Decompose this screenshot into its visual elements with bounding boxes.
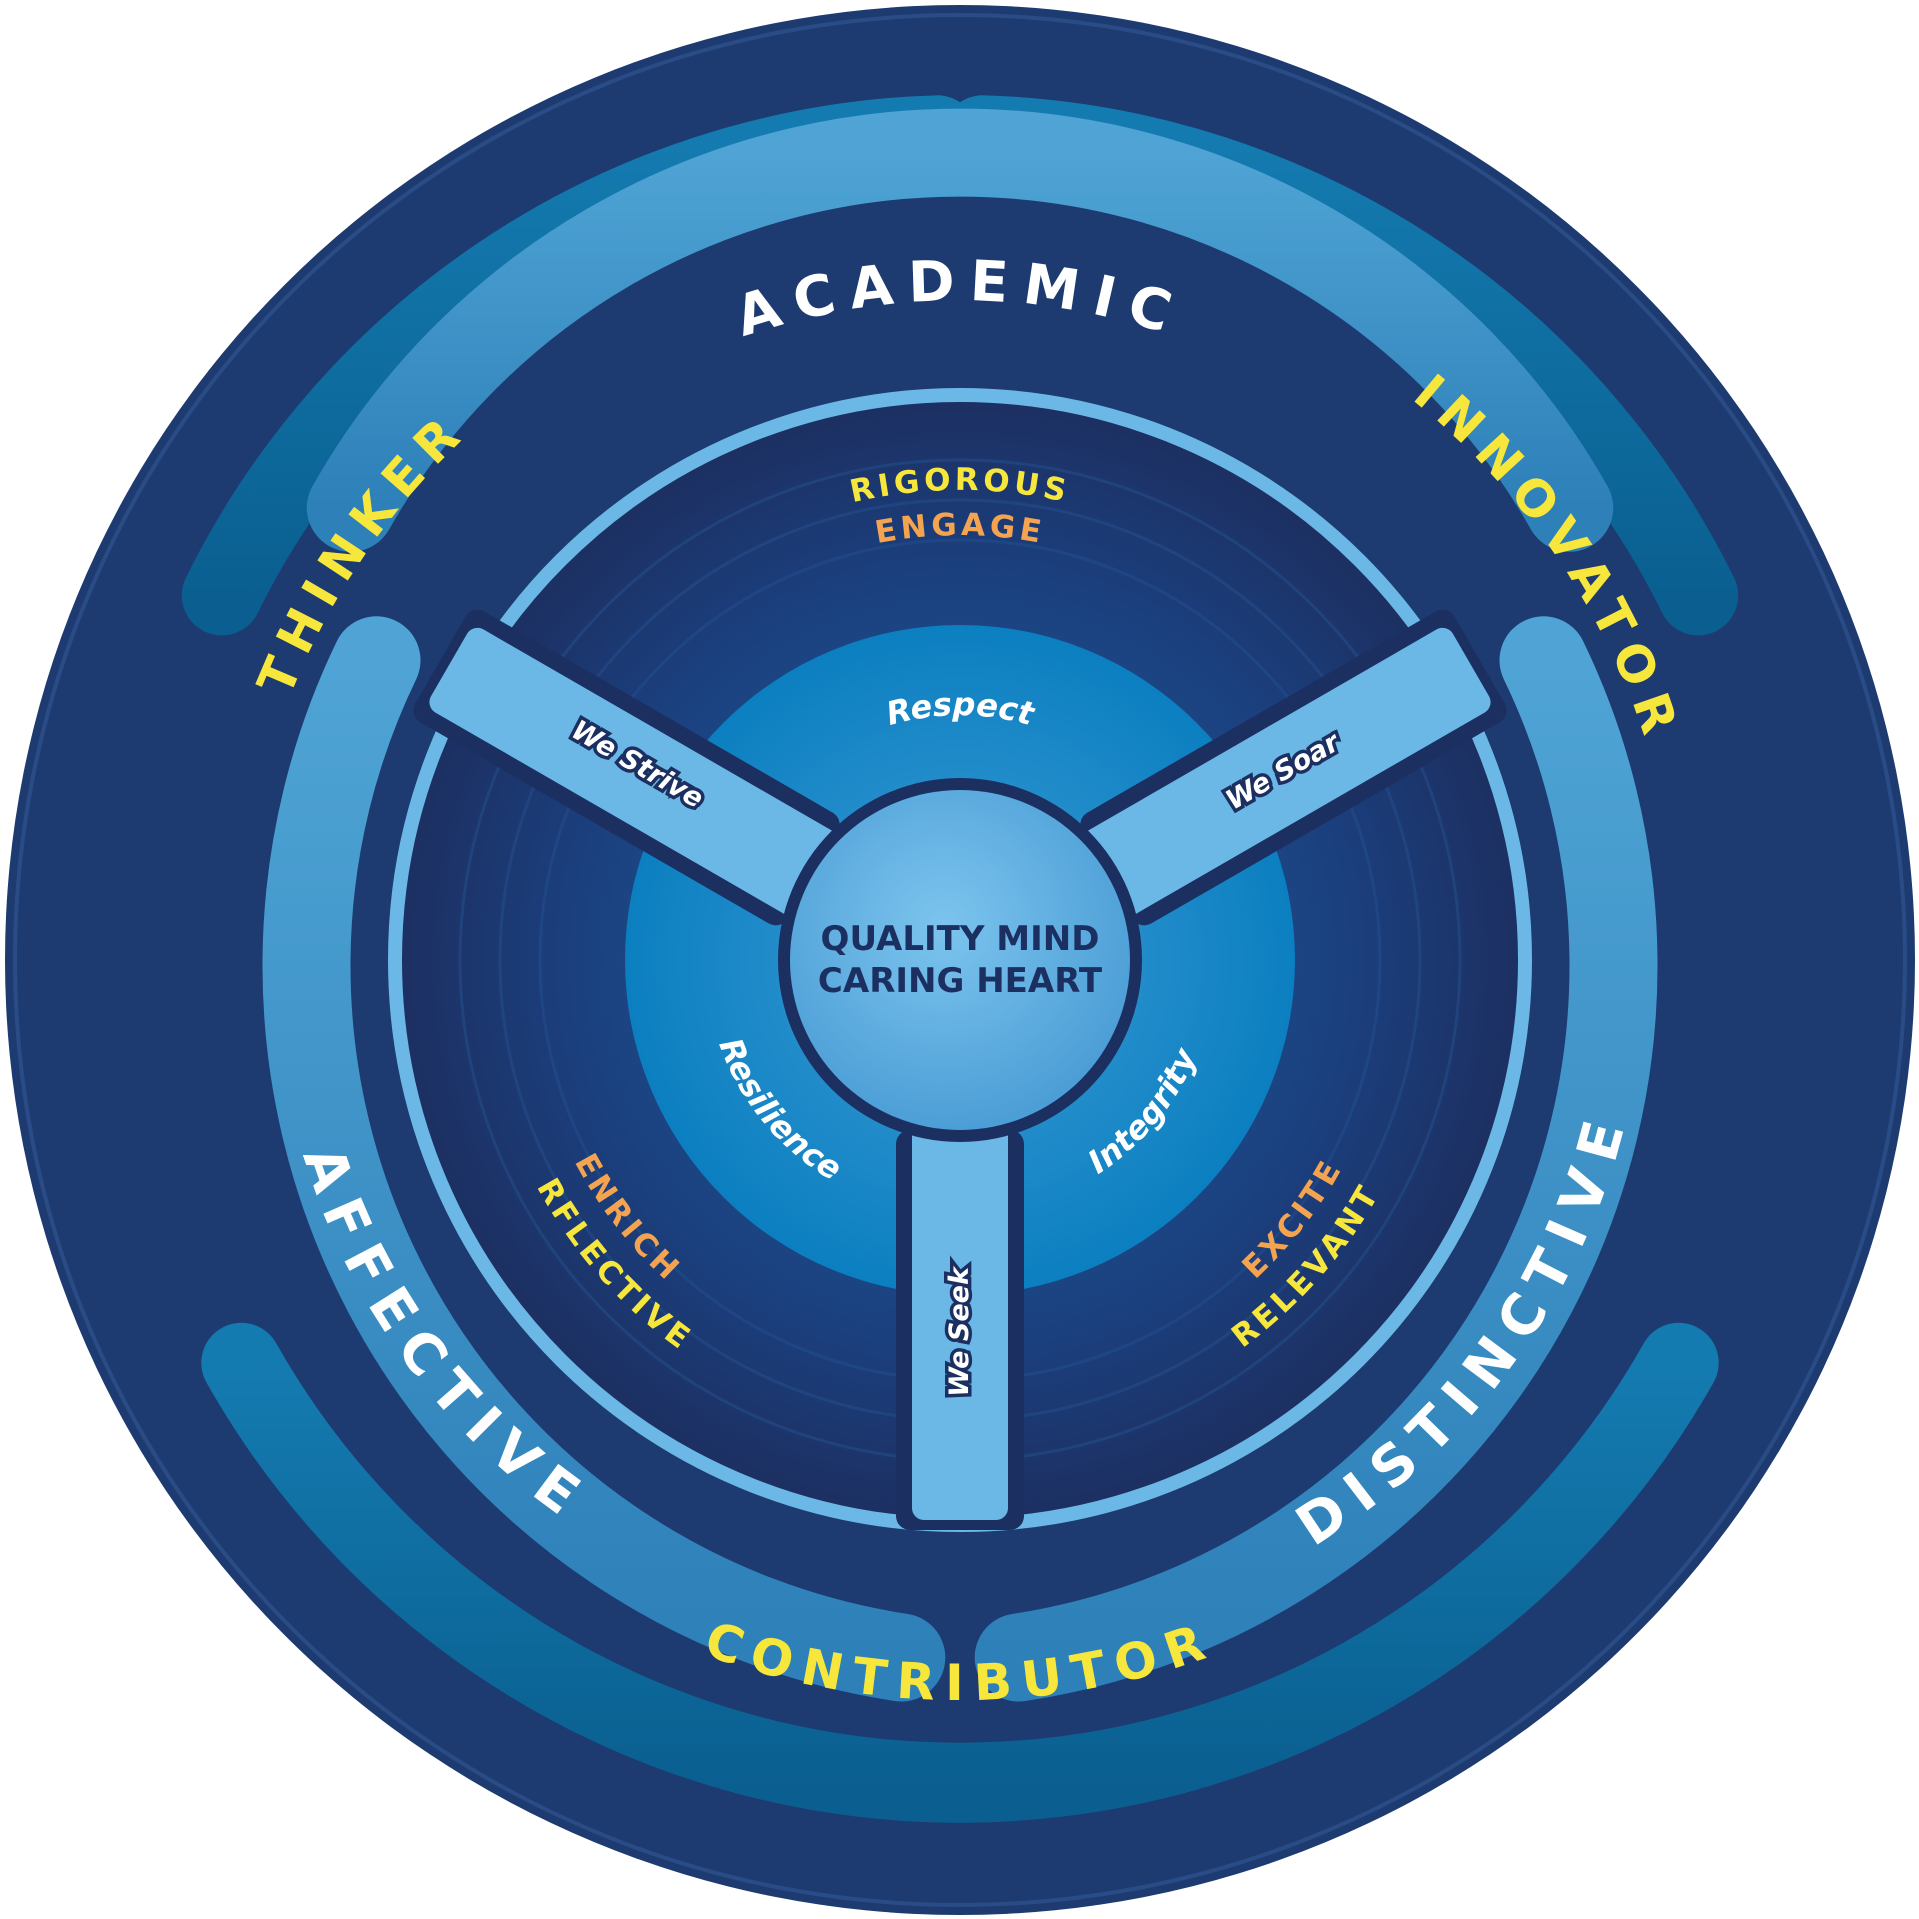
spoke-left: [413, 609, 842, 926]
middle-segment-distinctive: [262, 616, 946, 1702]
spoke-bottom: [896, 1120, 1024, 1530]
middle-segment-academic: [306, 108, 1614, 552]
label-we-seek: We Seek: [944, 1265, 975, 1397]
core-line-1: QUALITY MIND: [821, 919, 1100, 959]
spoke-right: [1078, 609, 1507, 926]
spokes: [413, 609, 1507, 1530]
core-line-2: CARING HEART: [818, 961, 1103, 1001]
middle-segment-affective: [974, 616, 1658, 1702]
middle-ring-segments: [262, 108, 1658, 1702]
outer-segment-contributor: [201, 1322, 1719, 1823]
core-circle: [790, 790, 1130, 1130]
